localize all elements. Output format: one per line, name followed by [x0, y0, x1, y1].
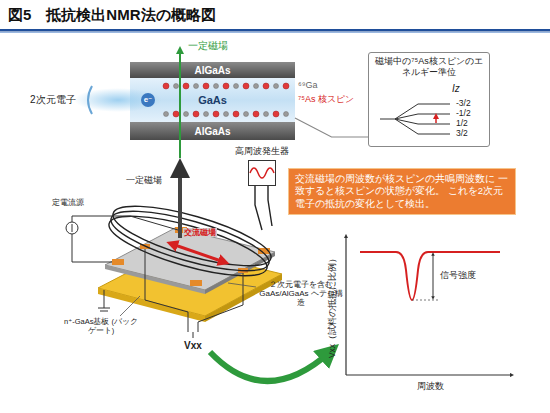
- level-label: -1/2: [456, 109, 471, 119]
- barrier-layer: AlGaAs: [130, 62, 295, 78]
- signal-curve: [360, 252, 500, 300]
- amplitude-label: 信号強度: [440, 270, 476, 280]
- electron: [141, 93, 155, 107]
- field-label: 交流磁場: [183, 228, 217, 237]
- box-text: AlGaAs: [194, 126, 230, 137]
- leader-line: [228, 283, 256, 287]
- barrier-band: [130, 122, 295, 140]
- note-box: 交流磁場の周波数が核スピンの共鳴周波数に 一致すると核スピンの状態が変化。 これ…: [288, 168, 516, 215]
- axis-label: Vxx（試料の抵抗に比例）: [328, 254, 338, 358]
- callout-box: 磁場中の⁷⁵As核スピンのエネルギー準位: [368, 52, 490, 147]
- barrier-band: [130, 62, 295, 78]
- box-text: 磁場中の⁷⁵As核スピンのエネルギー準位: [373, 56, 485, 79]
- ac-field-arrow: [172, 244, 224, 262]
- rf-coil: [104, 186, 277, 288]
- barrier-layer: AlGaAs: [130, 122, 295, 140]
- level-label: 3/2: [456, 129, 468, 139]
- axis-label: 周波数: [417, 381, 444, 391]
- callout-pointer: [295, 118, 368, 137]
- box-text: AlGaAs: [194, 65, 230, 76]
- level-label: -3/2: [456, 99, 471, 109]
- title-rule: [0, 32, 550, 33]
- title-rule: [0, 29, 550, 32]
- well-band: [130, 78, 295, 122]
- level-label: 1/2: [456, 119, 468, 129]
- box-text: 交流磁場の周波数が核スピンの共鳴周波数に 一致すると核スピンの状態が変化。 これ…: [295, 173, 509, 210]
- box-heading: 高周波発生器: [235, 145, 289, 158]
- field-arrow: [179, 50, 181, 158]
- x-axis: [346, 374, 512, 375]
- well-layer: GaAs: [130, 78, 295, 122]
- leader-line: [120, 296, 140, 316]
- field-label: 一定磁場: [188, 40, 228, 52]
- figure-title: 図5 抵抗検出NMR法の概略図: [8, 6, 216, 25]
- sine-wave: [250, 168, 274, 178]
- axis-symbol: Iz: [452, 83, 460, 95]
- part-label: 定電流源: [52, 198, 84, 207]
- atom-label: ⁶⁹Ga: [298, 80, 318, 90]
- part-label: n⁺-GaAs基板 (バックゲート): [62, 318, 140, 335]
- part-label: 2次元電子: [30, 94, 76, 106]
- generator-box: 高周波発生器: [248, 160, 276, 186]
- box-text: GaAs: [198, 94, 227, 106]
- signal-name: Vxx: [184, 340, 202, 352]
- y-axis: [345, 236, 346, 375]
- transition-arrow: [435, 116, 437, 123]
- electron-symbol: e⁻: [144, 95, 153, 104]
- energy-levels: [380, 104, 450, 134]
- atom-label: ⁷⁵As 核スピン: [298, 94, 354, 104]
- substrate-side: [98, 288, 205, 322]
- atom-rows: [163, 83, 289, 117]
- plate-side: [105, 265, 205, 294]
- amplitude-bracket: [433, 254, 434, 298]
- flow-arrow: [210, 352, 330, 381]
- guide-line: [412, 300, 440, 301]
- field-arrow: [178, 168, 182, 238]
- current-source: [66, 216, 178, 262]
- field-label: 一定磁場: [126, 176, 162, 186]
- electron-glow-edge: [88, 86, 92, 114]
